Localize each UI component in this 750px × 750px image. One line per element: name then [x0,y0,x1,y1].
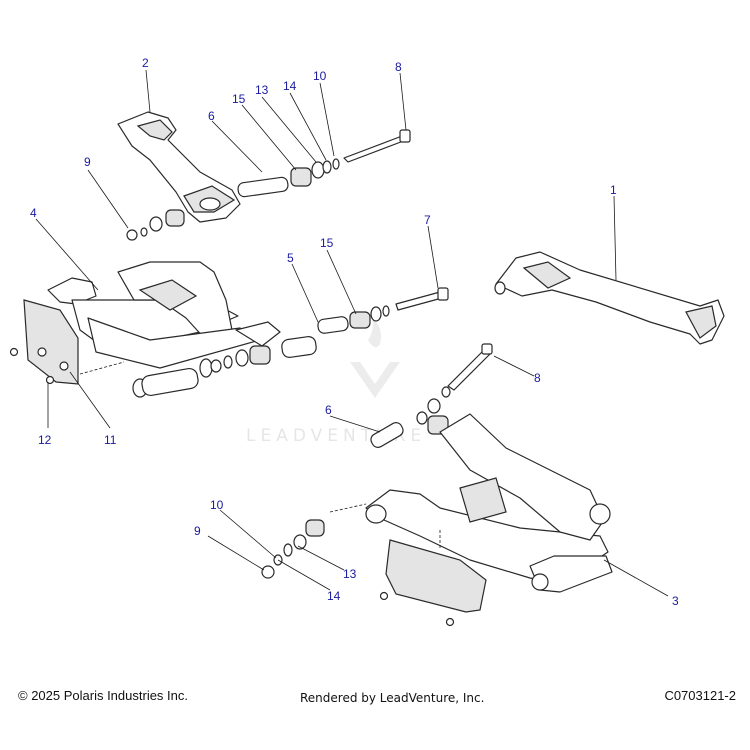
callout-8b: 8 [534,371,541,385]
rear-swingarm-assembly [47,261,281,398]
skid-plate-small [23,299,79,385]
swingarm-pivot-hardware [210,287,449,373]
callout-4: 4 [30,206,37,220]
callout-6b: 6 [325,403,332,417]
callout-13b: 13 [343,567,357,581]
callout-10a: 10 [313,69,327,83]
alignment-lines [79,361,441,548]
callout-14b: 14 [327,589,341,603]
callout-15b: 15 [320,236,334,250]
upper-arm-spare [494,251,725,345]
callout-labels: 1 2 3 4 5 6 6 7 8 8 9 9 10 10 11 12 13 1… [30,56,679,608]
callout-11: 11 [104,433,117,447]
lower-swingarm-assembly [365,413,613,593]
callout-6a: 6 [208,109,215,123]
callout-14a: 14 [283,79,297,93]
rendered-by-text: Rendered by LeadVenture, Inc. [300,691,485,705]
leader-lines [35,69,669,597]
fastener-12 [9,347,55,385]
callout-10b: 10 [210,498,224,512]
callout-1: 1 [610,183,617,197]
callout-8a: 8 [395,60,402,74]
callout-2: 2 [142,56,149,70]
lower-pivot-hardware [261,343,493,579]
callout-9b: 9 [194,524,201,538]
diagram-code: C0703121-2 [664,688,736,703]
callout-5: 5 [287,251,294,265]
upper-control-arm [117,111,241,223]
callout-15a: 15 [232,92,246,106]
copyright-text: © 2025 Polaris Industries Inc. [18,688,188,703]
callout-7: 7 [424,213,431,227]
callout-9a: 9 [84,155,91,169]
skid-plate-large [379,539,487,627]
upper-pivot-hardware [126,129,411,241]
callout-13a: 13 [255,83,269,97]
callout-12: 12 [38,433,52,447]
callout-3: 3 [672,594,679,608]
